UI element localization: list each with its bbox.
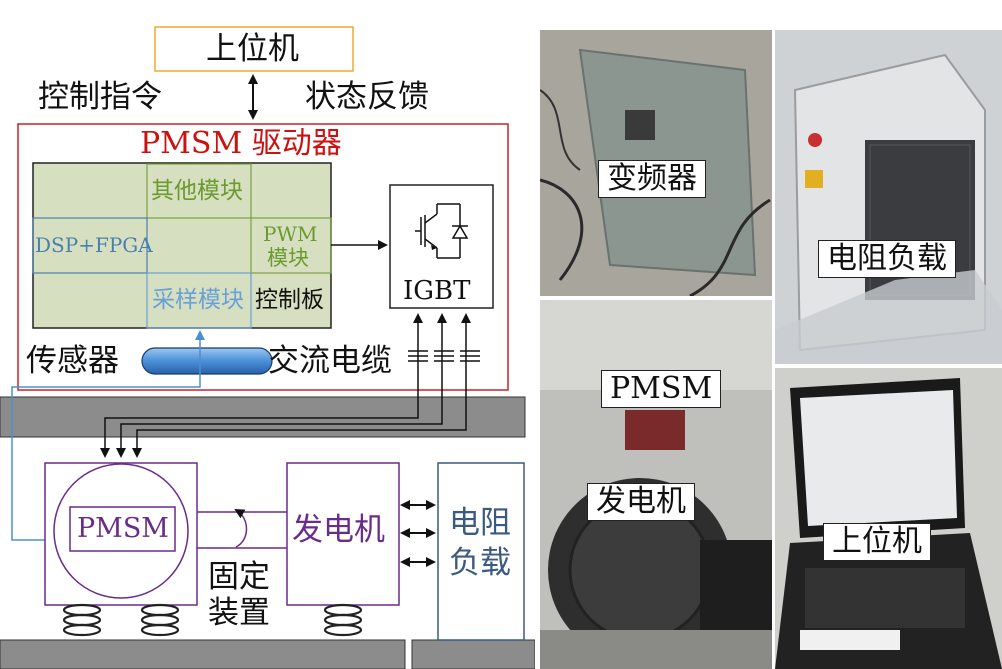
host-pc-photo: 上位机 [775, 368, 1002, 669]
pwm-module-label: 模块 [267, 246, 309, 270]
spring-icon [62, 603, 363, 637]
resistive-load-box [437, 462, 525, 641]
upper-base [0, 396, 526, 438]
other-modules-box [146, 163, 252, 219]
fixture-label-line2: 装置 [208, 595, 270, 631]
control-command-label: 控制指令 [38, 79, 162, 115]
resistive-load-photo: 电阻负载 [775, 30, 1002, 364]
sampling-feedback-line [11, 330, 205, 541]
lower-base-left [0, 639, 406, 669]
sampling-module-box [146, 272, 252, 329]
fixture-label-line1: 固定 [208, 559, 270, 595]
ac-cable-label: 交流电缆 [268, 343, 392, 379]
inverter-photo-label: 变频器 [598, 160, 706, 198]
pmsm-label: PMSM [77, 513, 169, 544]
cable-marks [408, 350, 480, 362]
igbt-symbol-icon [415, 203, 469, 259]
pmsm-generator-photo: PMSM 发电机 [540, 300, 772, 669]
generator-label: 发电机 [292, 512, 385, 548]
pwm-label: PWM [263, 222, 318, 246]
rotation-arrow-icon [234, 509, 248, 548]
pmsm-label-box [69, 506, 176, 552]
driver-title: PMSM 驱动器 [140, 126, 342, 161]
driver-box [17, 123, 509, 391]
host-pc-label: 上位机 [206, 31, 299, 67]
three-phase-cables [100, 313, 471, 458]
pmsm-photo-label: PMSM [601, 370, 722, 408]
other-modules-label: 其他模块 [151, 178, 243, 204]
system-diagram [0, 26, 535, 669]
sensor-label: 传感器 [26, 343, 119, 379]
resistive-load-label-line2: 负载 [449, 545, 511, 581]
sampling-module-label: 采样模块 [152, 287, 244, 313]
generator-photo-label: 发电机 [587, 483, 695, 521]
resistive-load-label-line1: 电阻 [449, 505, 511, 541]
generator-load-arrows [400, 500, 436, 567]
generator-box [286, 462, 400, 606]
control-board-label: 控制板 [255, 287, 324, 313]
inverter-photo: 变频器 [540, 30, 772, 296]
host-pc-photo-label: 上位机 [823, 523, 931, 561]
dsp-fpga-label: DSP+FPGA [35, 233, 153, 257]
igbt-box [389, 184, 494, 309]
status-feedback-label: 状态反馈 [305, 79, 429, 115]
igbt-label: IGBT [403, 276, 471, 306]
lower-base-right [411, 639, 535, 669]
dsp-fpga-box [32, 217, 148, 274]
resistive-load-photo-label: 电阻负载 [818, 240, 956, 278]
sensor-cylinder [141, 347, 273, 375]
host-pc-box [154, 26, 354, 72]
